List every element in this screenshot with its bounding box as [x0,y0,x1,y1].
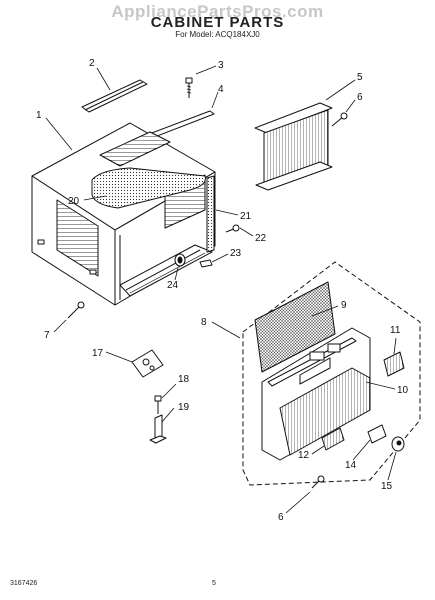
watermark: AppliancePartsPros.com [111,2,324,21]
callout-21: 21 [240,211,252,222]
callout-2: 2 [89,58,95,69]
screw-part-22 [225,224,240,233]
callout-14: 14 [345,460,357,471]
callout-12: 12 [298,450,310,461]
screw-part-7 [67,301,85,319]
control-knob-part-11 [383,351,405,377]
callout-1: 1 [36,110,42,121]
screw-part-6-top [331,112,348,127]
callout-6b: 6 [278,512,284,523]
callout-3: 3 [218,60,224,71]
callout-5: 5 [357,72,363,83]
air-filter-part-9 [254,281,336,373]
callout-20: 20 [68,196,80,207]
clip-part-23 [199,259,213,268]
callout-10: 10 [397,385,409,396]
callout-labels: 1 2 3 4 5 6 7 8 9 10 11 12 14 15 6 17 18… [36,58,409,523]
front-grille-part-10 [261,327,371,461]
callout-19: 19 [178,402,190,413]
callout-24: 24 [167,280,179,291]
louver-panel-part-5 [254,102,333,191]
grommet-part-24 [174,253,186,267]
callout-18: 18 [178,374,190,385]
callout-17: 17 [92,348,104,359]
mounting-bracket-part-19 [149,414,167,444]
callout-23: 23 [230,248,242,259]
model-subtitle: For Model: ACQ184XJ0 [175,30,260,39]
screw-part-18 [154,395,162,414]
callout-11: 11 [390,325,401,336]
callout-8: 8 [201,317,207,328]
page-title: CABINET PARTS [150,14,285,31]
callout-15: 15 [381,481,393,492]
callout-22: 22 [255,233,267,244]
page-number: 5 [212,580,216,587]
screw-part-6-bottom [311,475,325,489]
callout-4: 4 [218,84,224,95]
cabinet-part-1 [31,122,216,306]
callout-9: 9 [341,300,347,311]
document-number: 3167426 [10,580,38,587]
louver-insert-part-12 [321,427,345,451]
badge-part-14 [367,424,387,444]
bracket-part-17 [131,349,164,378]
top-rail-part-2 [81,79,148,113]
knob-part-15 [391,436,405,452]
callout-6a: 6 [357,92,363,103]
screw-part-3 [185,77,193,98]
callout-7: 7 [44,330,50,341]
